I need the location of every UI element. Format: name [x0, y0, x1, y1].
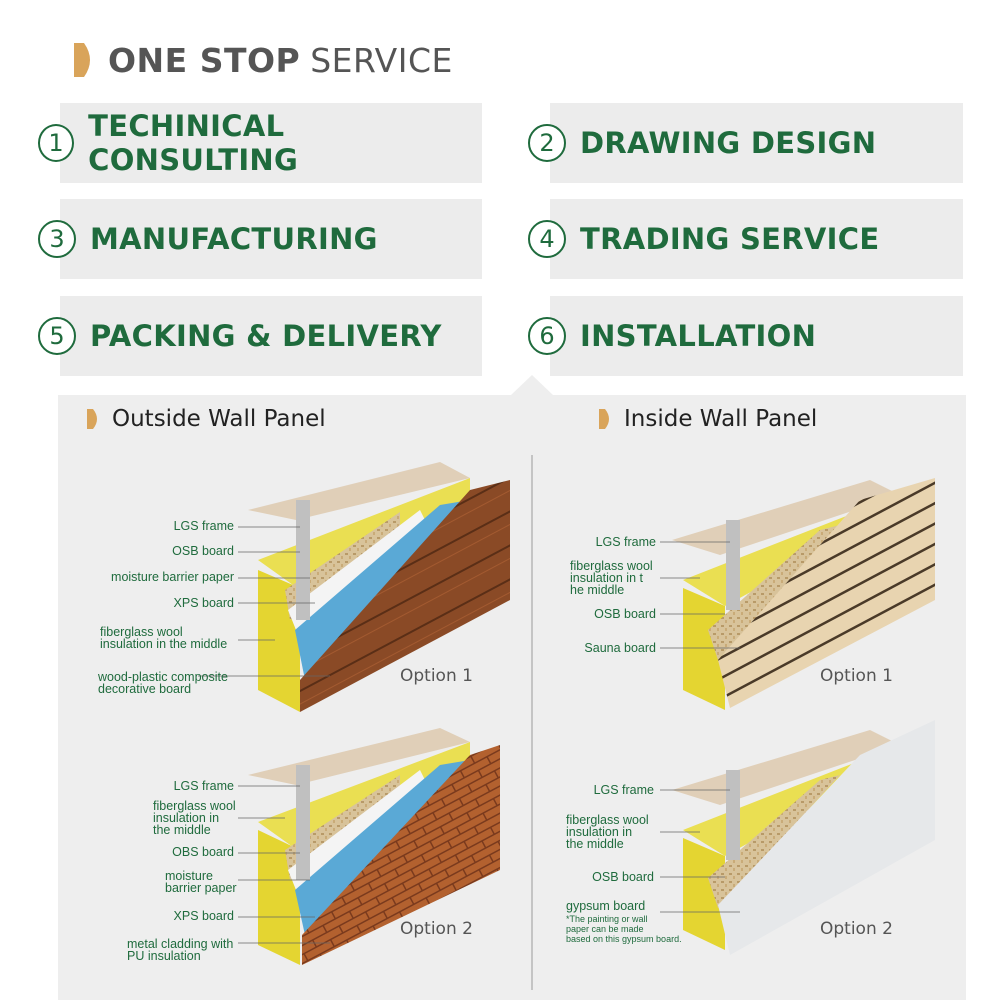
- option-caption: Option 2: [400, 919, 473, 939]
- inside-wall-option1-drawing: [672, 478, 935, 710]
- outside-wall-title: Outside Wall Panel: [86, 406, 326, 432]
- page-header: ONE STOP SERVICE: [72, 38, 453, 82]
- page-title-bold: ONE STOP: [108, 40, 301, 80]
- service-label: INSTALLATION: [580, 319, 817, 353]
- panel-divider: [531, 455, 533, 990]
- callout-label: barrier paper: [165, 881, 237, 895]
- callout-label: moisture: [165, 869, 213, 883]
- callout-label: insulation in the middle: [100, 637, 228, 651]
- service-label: DRAWING DESIGN: [580, 126, 877, 160]
- callout-label: wood-plastic composite: [98, 670, 228, 684]
- callout-label: insulation in: [153, 811, 220, 825]
- service-item-6: 6 INSTALLATION: [528, 296, 963, 376]
- callout-label: moisture barrier paper: [111, 570, 234, 584]
- callout-label: XPS board: [173, 596, 234, 610]
- callout-label: XPS board: [173, 909, 234, 923]
- outside-wall-option1-drawing: [248, 462, 510, 712]
- service-item-5: 5 PACKING & DELIVERY: [38, 296, 482, 376]
- callout-label: he middle: [570, 583, 625, 597]
- inside-wall-title: Inside Wall Panel: [598, 406, 817, 432]
- chevron-right-icon: [74, 43, 90, 77]
- callout-label: OSB board: [592, 870, 654, 884]
- step-number-badge: 2: [528, 124, 566, 162]
- panel-notch: [510, 375, 554, 396]
- service-item-4: 4 TRADING SERVICE: [528, 199, 963, 279]
- callout-label: fiberglass wool: [100, 625, 183, 639]
- option-caption: Option 1: [400, 666, 473, 686]
- gypsum-note-line: paper can be made: [566, 924, 644, 934]
- callout-label: PU insulation: [127, 949, 201, 963]
- callout-label: the middle: [153, 823, 211, 837]
- service-item-3: 3 MANUFACTURING: [38, 199, 482, 279]
- service-label: MANUFACTURING: [90, 222, 378, 256]
- callout-label: LGS frame: [173, 779, 234, 793]
- callout-label: gypsum board: [566, 899, 646, 913]
- chevron-right-icon: [599, 409, 609, 429]
- callout-label: OSB board: [594, 607, 656, 621]
- option-caption: Option 2: [820, 919, 893, 939]
- page-title-light: SERVICE: [310, 40, 453, 80]
- step-number-badge: 3: [38, 220, 76, 258]
- step-number-badge: 5: [38, 317, 76, 355]
- inside-wall-option2-drawing: [672, 720, 935, 955]
- callout-label: LGS frame: [593, 783, 654, 797]
- service-item-1: 1 TECHINICAL CONSULTING: [38, 103, 482, 183]
- gypsum-note-line: based on this gypsum board.: [566, 934, 682, 944]
- callout-label: LGS frame: [173, 519, 234, 533]
- callout-label: metal cladding with: [127, 937, 234, 951]
- callout-label: OSB board: [172, 544, 234, 558]
- step-number-badge: 6: [528, 317, 566, 355]
- service-label: TRADING SERVICE: [580, 222, 880, 256]
- gypsum-note-line: *The painting or wall: [566, 914, 648, 924]
- step-number-badge: 4: [528, 220, 566, 258]
- callout-label: LGS frame: [595, 535, 656, 549]
- callout-label: the middle: [566, 837, 624, 851]
- callout-label: OBS board: [172, 845, 234, 859]
- chevron-right-icon: [87, 409, 97, 429]
- option-caption: Option 1: [820, 666, 893, 686]
- callout-label: decorative board: [98, 682, 192, 696]
- step-number-badge: 1: [38, 124, 75, 162]
- callout-label: Sauna board: [584, 641, 656, 655]
- callout-label: fiberglass wool: [570, 559, 653, 573]
- callout-label: insulation in: [566, 825, 633, 839]
- label-leader-lines: [198, 526, 740, 944]
- outside-wall-option2-drawing: [248, 728, 500, 965]
- callout-label: fiberglass wool: [566, 813, 649, 827]
- callout-label: fiberglass wool: [153, 799, 236, 813]
- service-item-2: 2 DRAWING DESIGN: [528, 103, 963, 183]
- service-label: PACKING & DELIVERY: [90, 319, 442, 353]
- service-label: TECHINICAL CONSULTING: [88, 109, 299, 177]
- callout-label: insulation in t: [570, 571, 643, 585]
